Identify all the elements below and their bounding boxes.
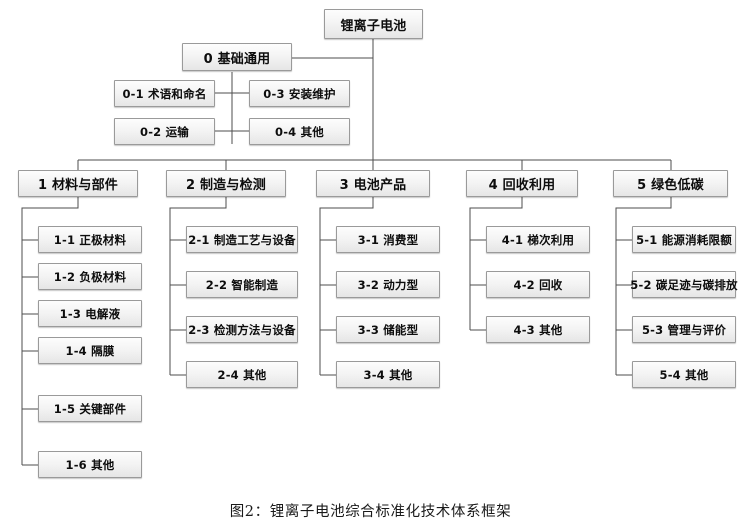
node-3-3[interactable]: 3-3 储能型 [336, 316, 440, 343]
node-2-3[interactable]: 2-3 检测方法与设备 [186, 316, 298, 343]
node-col-5[interactable]: 5 绿色低碳 [613, 170, 728, 197]
node-5-2[interactable]: 5-2 碳足迹与碳排放 [630, 271, 738, 298]
connector-col4-spine [469, 197, 523, 330]
node-1-4[interactable]: 1-4 隔膜 [38, 337, 142, 364]
node-0-1[interactable]: 0-1 术语和命名 [114, 80, 215, 107]
node-0-2[interactable]: 0-2 运输 [114, 118, 215, 145]
node-0-3[interactable]: 0-3 安装维护 [249, 80, 350, 107]
node-3-1[interactable]: 3-1 消费型 [336, 226, 440, 253]
standardization-framework-diagram: 锂离子电池 0 基础通用 0-1 术语和命名 0-3 安装维护 0-2 运输 0… [18, 9, 738, 478]
node-5-4[interactable]: 5-4 其他 [632, 361, 736, 388]
node-2-2[interactable]: 2-2 智能制造 [186, 271, 298, 298]
node-col-2[interactable]: 2 制造与检测 [166, 170, 286, 197]
node-2-4[interactable]: 2-4 其他 [186, 361, 298, 388]
node-1-6[interactable]: 1-6 其他 [38, 451, 142, 478]
node-3-2[interactable]: 3-2 动力型 [336, 271, 440, 298]
node-col-1[interactable]: 1 材料与部件 [18, 170, 138, 197]
node-col-3[interactable]: 3 电池产品 [316, 170, 430, 197]
node-1-3[interactable]: 1-3 电解液 [38, 300, 142, 327]
node-1-2[interactable]: 1-2 负极材料 [38, 263, 142, 290]
node-5-1[interactable]: 5-1 能源消耗限额 [632, 226, 736, 253]
node-4-1[interactable]: 4-1 梯次利用 [486, 226, 590, 253]
node-3-4[interactable]: 3-4 其他 [336, 361, 440, 388]
node-col-4[interactable]: 4 回收利用 [466, 170, 578, 197]
node-4-2[interactable]: 4-2 回收 [486, 271, 590, 298]
node-0-4[interactable]: 0-4 其他 [249, 118, 350, 145]
node-1-1[interactable]: 1-1 正极材料 [38, 226, 142, 253]
node-4-3[interactable]: 4-3 其他 [486, 316, 590, 343]
node-2-1[interactable]: 2-1 制造工艺与设备 [186, 226, 298, 253]
node-1-5[interactable]: 1-5 关键部件 [38, 395, 142, 422]
node-root[interactable]: 锂离子电池 [324, 9, 423, 39]
node-general-0[interactable]: 0 基础通用 [182, 43, 292, 71]
figure-caption: 图2：锂离子电池综合标准化技术体系框架 [229, 504, 512, 520]
node-5-3[interactable]: 5-3 管理与评价 [632, 316, 736, 343]
